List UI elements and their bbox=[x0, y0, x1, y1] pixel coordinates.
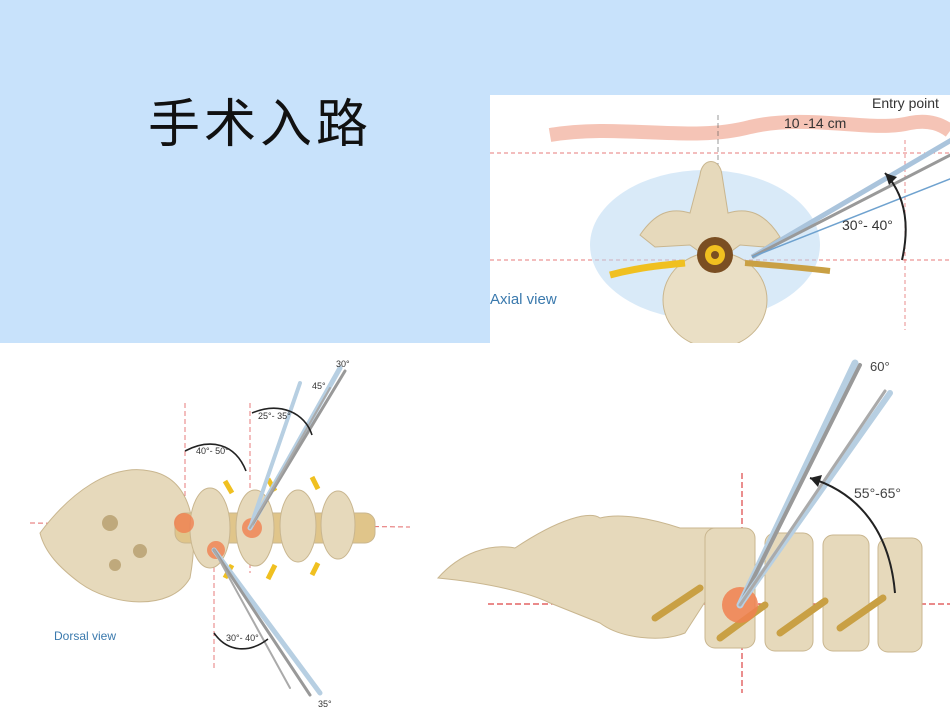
dorsal-illustration bbox=[29, 365, 411, 697]
lateral-view-panel: 60° 55°-65° bbox=[420, 343, 950, 713]
dorsal-view-panel: 30° 45° 25°- 35° 40°- 50° 30°- 40° 35° D… bbox=[0, 343, 420, 713]
distance-label: 10 -14 cm bbox=[784, 115, 847, 131]
dorsal-view-label: Dorsal view bbox=[54, 629, 117, 643]
angle-45-label: 45° bbox=[312, 381, 326, 391]
angle-35-label: 35° bbox=[318, 699, 332, 709]
entry-point-label: Entry point bbox=[872, 95, 939, 111]
angle-25-35-label: 25°- 35° bbox=[258, 411, 291, 421]
axial-illustration bbox=[490, 114, 950, 343]
lateral-angle-60-label: 60° bbox=[870, 359, 890, 374]
axial-view-label: Axial view bbox=[490, 291, 557, 308]
angle-30-label: 30° bbox=[336, 359, 350, 369]
axial-view-panel: Entry point 10 -14 cm 30°- 40° Axial vie… bbox=[490, 95, 950, 343]
title-band bbox=[0, 95, 490, 343]
angle-40-50-label: 40°- 50° bbox=[196, 446, 229, 456]
lateral-angle-range-label: 55°-65° bbox=[854, 485, 902, 501]
slide-title: 手术入路 bbox=[148, 95, 373, 155]
lateral-illustration bbox=[436, 359, 950, 693]
header-band bbox=[0, 0, 950, 95]
angle-30-40-label: 30°- 40° bbox=[226, 633, 259, 643]
axial-angle-label: 30°- 40° bbox=[842, 217, 893, 233]
